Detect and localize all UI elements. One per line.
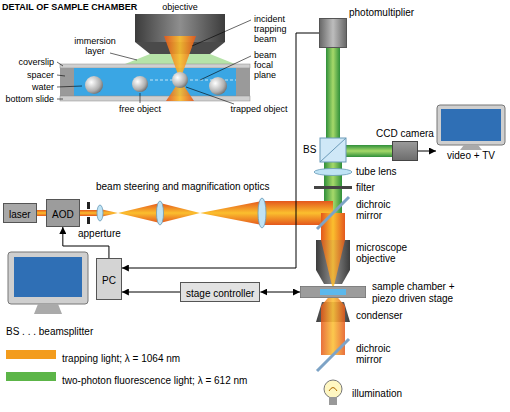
aperture-blade xyxy=(87,202,90,209)
leader-line xyxy=(192,20,251,46)
part-label: beam steering and magnification optics xyxy=(96,181,269,192)
part-label: microscope objective xyxy=(356,242,418,264)
part-label: incident trapping beam xyxy=(254,14,294,44)
beamsplitter-plane xyxy=(320,138,346,162)
trapping-beam xyxy=(321,240,345,290)
lamp-filament xyxy=(329,388,337,392)
leader-line xyxy=(186,87,234,104)
part-label: dichroic mirror xyxy=(356,199,406,221)
part-label: tube lens xyxy=(356,166,397,177)
leader-line xyxy=(57,75,65,76)
connector xyxy=(260,292,300,293)
dichroic-mirror xyxy=(317,197,349,229)
part-label: illumination xyxy=(352,388,402,399)
legend-note: BS . . . beamsplitter xyxy=(6,326,93,337)
part-label: dichroic mirror xyxy=(356,343,406,365)
part-label: beam focal plane xyxy=(254,50,294,80)
object-sphere xyxy=(209,77,227,95)
monitor-frame xyxy=(8,252,88,304)
leader-line xyxy=(57,99,63,100)
part-label: bottom slide xyxy=(2,94,54,104)
dichroic-mirror xyxy=(317,339,349,371)
legend-swatch xyxy=(6,372,56,381)
part-label: objective xyxy=(150,2,210,12)
node-label: laser xyxy=(9,209,31,220)
monitor-stand xyxy=(34,304,62,314)
lens xyxy=(97,205,103,221)
trapping-beam xyxy=(160,203,200,223)
connector xyxy=(122,33,319,268)
lens xyxy=(157,201,164,225)
node-label: AOD xyxy=(52,209,74,220)
lamp-base xyxy=(329,397,337,405)
stage-plate: sample chamber + piezo driven stage xyxy=(300,286,366,298)
node-label: sample chamber + piezo driven stage xyxy=(372,281,472,305)
inset-title: DETAIL OF SAMPLE CHAMBER xyxy=(2,2,137,12)
aod-box: AOD xyxy=(46,199,80,227)
bottom-slide xyxy=(60,96,250,101)
part-label: condenser xyxy=(356,310,403,321)
leader-line xyxy=(110,53,137,60)
coverslip xyxy=(60,64,250,68)
part-label: BS xyxy=(303,144,316,155)
fluorescence-beam xyxy=(326,48,340,138)
trapping-beam xyxy=(321,213,345,240)
connector xyxy=(122,292,180,293)
node-label: video + TV xyxy=(436,150,506,162)
monitor-stand xyxy=(460,145,482,150)
monitor-frame xyxy=(437,105,505,145)
leader-lines xyxy=(57,20,251,104)
part-label: free object xyxy=(115,104,165,114)
trapped-object xyxy=(172,72,188,88)
trapping-beam xyxy=(118,203,160,223)
controller-box: stage controller xyxy=(180,282,260,302)
piezo-stage xyxy=(300,286,366,298)
tube-lens xyxy=(314,169,352,176)
spacer xyxy=(236,68,250,96)
pc-box: PC xyxy=(96,258,122,300)
beamsplitter-cube xyxy=(320,138,346,162)
leader-line xyxy=(140,93,141,103)
part-label: apperture xyxy=(78,228,121,239)
leader-line xyxy=(200,56,251,80)
lens xyxy=(258,198,266,228)
free-object xyxy=(132,76,148,92)
part-label: coverslip xyxy=(2,57,54,67)
node-label: photomultiplier xyxy=(349,7,414,18)
part-label: spacer xyxy=(2,70,54,80)
tv-screen-shape xyxy=(436,104,506,150)
monitor-screen xyxy=(14,257,82,297)
node-label: stage controller xyxy=(186,288,254,299)
legend-entry: two-photon fluorescence light; λ = 612 n… xyxy=(6,370,247,383)
object-sphere xyxy=(85,76,103,94)
trapping-beam xyxy=(200,201,262,225)
legend-entry: trapping light; λ = 1064 nm xyxy=(6,348,180,361)
spacer xyxy=(60,68,74,96)
part-label: water xyxy=(2,82,54,92)
photomultiplier-box: photomultiplier xyxy=(319,18,347,48)
part-label: filter xyxy=(356,182,375,193)
water xyxy=(74,68,236,96)
filter xyxy=(314,186,352,189)
aperture-blade xyxy=(87,217,90,224)
lamp-bulb xyxy=(324,380,342,398)
monitor-screen xyxy=(441,109,501,141)
legend-text: two-photon fluorescence light; λ = 612 n… xyxy=(62,375,247,386)
fluorescence-beam xyxy=(346,145,394,157)
connector xyxy=(418,151,436,152)
tv-monitor: video + TV xyxy=(436,104,506,162)
leader-line xyxy=(57,62,63,66)
laser-box: laser xyxy=(3,203,37,223)
chamber-slot xyxy=(320,289,346,295)
camera-box: CCD camera xyxy=(392,141,418,161)
part-label: immersion layer xyxy=(68,36,122,56)
node-label: PC xyxy=(102,275,116,286)
part-label: trapped object xyxy=(224,104,294,114)
legend-text: trapping light; λ = 1064 nm xyxy=(62,353,180,364)
leader-line xyxy=(57,86,82,87)
node-label: CCD camera xyxy=(376,128,434,139)
legend-swatch xyxy=(6,350,56,359)
stage-shape xyxy=(300,286,366,298)
